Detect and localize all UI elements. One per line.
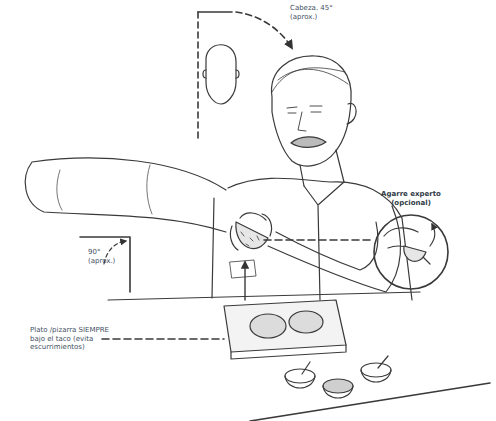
- man-collar: [304, 182, 344, 300]
- slate-plate: [231, 345, 346, 359]
- hand-fingers: [230, 213, 271, 250]
- taco-filling: [241, 232, 259, 246]
- man-head: [272, 56, 352, 166]
- taco-on-plate: [289, 311, 323, 333]
- sauce-bowl: [361, 363, 391, 377]
- man-arm: [276, 222, 378, 270]
- bowl-spoon: [302, 356, 388, 374]
- sauce-bowl: [285, 369, 315, 383]
- sauce-bowl: [323, 386, 353, 398]
- leader-line: [102, 338, 224, 340]
- up-arrow: [244, 262, 245, 300]
- inset-hand: [384, 228, 430, 264]
- slate-plate: [224, 300, 346, 352]
- inset-arrow: [430, 224, 435, 246]
- head-icon: [206, 45, 236, 104]
- sleeve-folds: [57, 165, 152, 214]
- man-arm: [25, 158, 226, 232]
- shirt-pocket: [230, 260, 256, 278]
- man-mustache: [291, 137, 326, 148]
- inset-taco: [404, 246, 426, 261]
- man-nose: [298, 112, 306, 131]
- head-icon-ears: [203, 70, 239, 78]
- annotation-label: 90° (aprox.): [88, 248, 124, 265]
- sauce-bowl: [285, 376, 315, 388]
- angle-guide: [198, 11, 232, 13]
- table-edge: [108, 292, 420, 300]
- man-hair: [272, 68, 348, 92]
- man-arm: [268, 206, 401, 292]
- annotation-label: Plato /pizarra SIEMPRE bajo el taco (evi…: [30, 326, 110, 352]
- annotation-label: Cabeza. 45° (aprox.): [290, 4, 340, 21]
- sauce-bowl: [361, 370, 391, 382]
- angle-guide: [80, 237, 130, 292]
- taco-on-plate: [250, 314, 286, 338]
- man-eyes: [287, 106, 322, 113]
- man-neck: [300, 150, 344, 186]
- angle-guide: [197, 12, 199, 140]
- angle-arc: [236, 12, 292, 48]
- inset-outline: [368, 190, 454, 290]
- leader-line: [264, 239, 372, 241]
- table-edge: [250, 383, 490, 421]
- sauce-bowl: [323, 379, 353, 393]
- taco: [236, 222, 268, 249]
- man-ear: [347, 103, 356, 124]
- inset-circle-outline: [374, 215, 448, 289]
- man-torso: [212, 198, 214, 298]
- inset-heading: Agarre experto (opcional): [368, 190, 454, 207]
- inset-circle: Agarre experto (opcional): [368, 190, 454, 290]
